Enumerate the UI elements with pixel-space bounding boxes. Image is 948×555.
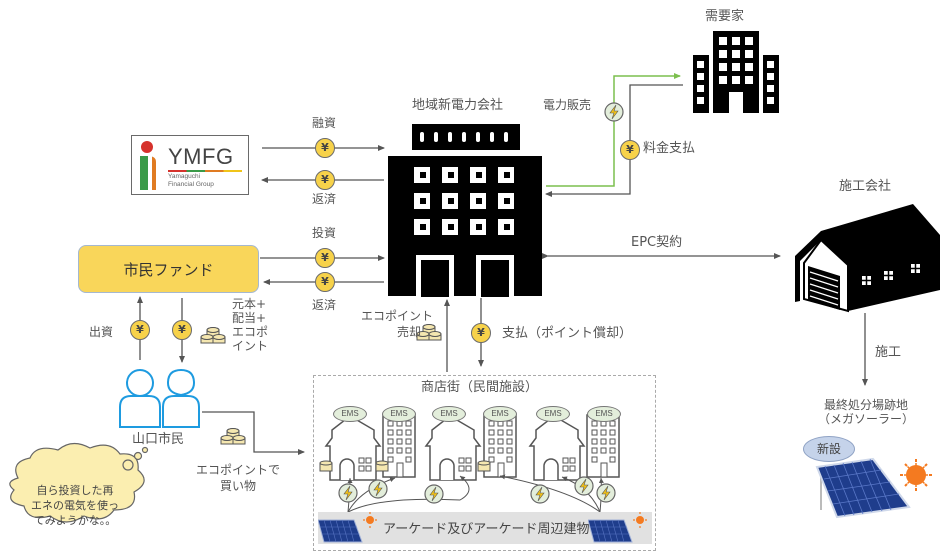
ymfg-logo-text: YMFG bbox=[168, 144, 234, 169]
shopping-label: エコポイントで 買い物 bbox=[194, 462, 282, 494]
landfill-site-label: 最終処分場跡地 （メガソーラー） bbox=[812, 398, 920, 427]
ymfg-bank-logo: YMFG Yamaguchi Financial Group bbox=[131, 135, 249, 195]
consumer-buildings-icon bbox=[693, 31, 779, 113]
mega-solar-panel-icon bbox=[815, 457, 932, 519]
contribution-label: 出資 bbox=[89, 325, 114, 339]
arcade-solar-panel-right-icon bbox=[588, 512, 647, 543]
ecopoint-coins-icon bbox=[200, 327, 226, 344]
power-company-label: 地域新電力会社 bbox=[412, 98, 504, 113]
ecopoint-coins-icon bbox=[220, 428, 246, 445]
landfill-site-line: （メガソーラー） bbox=[817, 412, 914, 427]
returns-label: 元本+ 配当+ エコポ イント bbox=[232, 297, 268, 353]
returns-line: エコポ bbox=[232, 325, 269, 339]
citizen-fund-box: 市民ファンド bbox=[78, 245, 259, 293]
fee-payment-label: 料金支払 bbox=[643, 141, 696, 156]
ems-badge: EMS bbox=[333, 406, 367, 422]
fund-repayment-label: 返済 bbox=[312, 298, 337, 312]
ems-badge: EMS bbox=[432, 406, 466, 422]
arcade-solar-panel-left-icon bbox=[318, 512, 377, 543]
construction-label: 施工 bbox=[875, 345, 902, 360]
ymfg-subtitle-line: Financial Group bbox=[168, 181, 214, 188]
citizen-fund-label: 市民ファンド bbox=[123, 260, 214, 279]
shopping-line: 買い物 bbox=[219, 479, 256, 493]
yen-coin-icon: ¥ bbox=[172, 320, 192, 340]
yen-coin-icon: ¥ bbox=[620, 140, 640, 160]
returns-line: イント bbox=[232, 339, 269, 353]
power-sale-arrow bbox=[546, 73, 681, 187]
shopping-street-label: 商店街（民間施設） bbox=[421, 380, 539, 395]
thought-line: エネの電気を使っ bbox=[31, 499, 119, 512]
citizens-label: 山口市民 bbox=[132, 432, 185, 447]
shopping-buildings bbox=[319, 414, 620, 513]
thought-bubble-text: 自ら投資した再エネの電気を使ってみようかな。。 bbox=[20, 483, 130, 528]
yen-coin-icon: ¥ bbox=[315, 272, 335, 292]
contractor-label: 施工会社 bbox=[839, 179, 892, 194]
shopping-street-area bbox=[313, 375, 656, 551]
returns-line: 元本+ bbox=[232, 297, 267, 311]
ecopoint-sale-line: エコポイント bbox=[360, 309, 433, 323]
yen-coin-icon: ¥ bbox=[130, 320, 150, 340]
ymfg-mark-icon bbox=[140, 141, 156, 190]
payment-points-label: 支払（ポイント償却） bbox=[502, 326, 633, 341]
ems-badge: EMS bbox=[536, 406, 570, 422]
arcade-label: アーケード及びアーケード周辺建物 bbox=[383, 522, 590, 537]
contractor-warehouse-icon bbox=[795, 204, 940, 313]
consumer-label: 需要家 bbox=[705, 9, 745, 24]
investment-label: 投資 bbox=[312, 226, 337, 240]
thought-line: 自ら投資した再 bbox=[36, 484, 114, 497]
fee-payment-arrow bbox=[545, 84, 683, 197]
yen-coin-icon: ¥ bbox=[315, 170, 335, 190]
thought-line: てみようかな。。 bbox=[33, 514, 117, 527]
bank-repayment-label: 返済 bbox=[312, 192, 337, 206]
yen-coin-icon: ¥ bbox=[315, 138, 335, 158]
thought-bubble bbox=[9, 442, 149, 523]
landfill-site-line: 最終処分場跡地 bbox=[823, 398, 908, 412]
returns-line: 配当+ bbox=[232, 311, 267, 325]
power-sale-bolt-icon bbox=[604, 102, 624, 122]
power-sale-label: 電力販売 bbox=[543, 98, 592, 112]
ems-badge: EMS bbox=[382, 406, 416, 422]
epc-contract-label: EPC契約 bbox=[631, 235, 683, 250]
ecopoint-sale-label: エコポイント 売却 bbox=[357, 308, 433, 340]
shopping-line: エコポイントで bbox=[195, 463, 280, 477]
ymfg-subtitle: Yamaguchi Financial Group bbox=[168, 173, 214, 189]
yen-coin-icon: ¥ bbox=[315, 248, 335, 268]
ems-badge: EMS bbox=[587, 406, 621, 422]
ecopoint-sale-line: 売却 bbox=[396, 325, 421, 339]
ems-badge: EMS bbox=[483, 406, 517, 422]
ymfg-color-bar bbox=[168, 170, 242, 172]
ymfg-subtitle-line: Yamaguchi bbox=[168, 173, 201, 180]
new-installation-badge: 新設 bbox=[803, 436, 855, 462]
yen-coin-icon: ¥ bbox=[471, 323, 491, 343]
power-company-building-icon bbox=[388, 124, 542, 297]
citizens-people-icon bbox=[119, 368, 200, 428]
shopping-arrow bbox=[202, 411, 305, 455]
financing-label: 融資 bbox=[312, 116, 337, 130]
